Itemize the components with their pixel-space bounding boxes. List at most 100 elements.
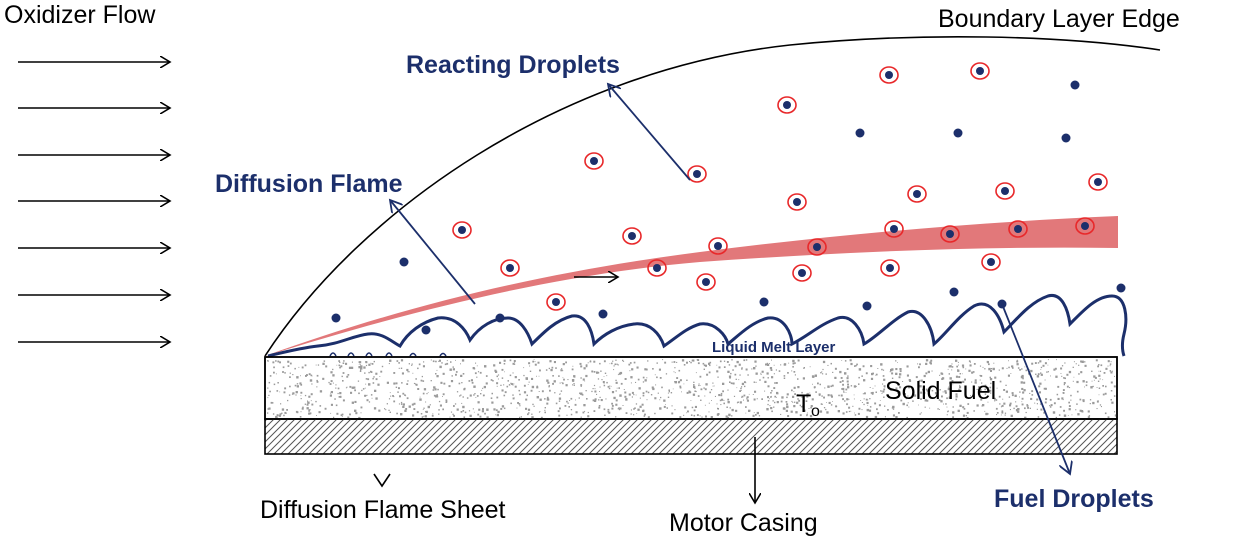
speckle (484, 412, 486, 415)
speckle (404, 394, 406, 396)
speckle (813, 386, 816, 389)
speckle (1027, 406, 1029, 409)
speckle (407, 371, 409, 373)
speckle (1054, 367, 1057, 370)
speckle (888, 382, 890, 384)
speckle (804, 367, 805, 368)
speckle (528, 381, 530, 383)
speckle (563, 378, 565, 381)
speckle (359, 370, 362, 372)
speckle (330, 391, 333, 394)
speckle (973, 363, 976, 365)
speckle (473, 385, 476, 388)
speckle (538, 411, 540, 413)
speckle (358, 366, 361, 369)
speckle (299, 382, 302, 385)
speckle (957, 369, 960, 372)
speckle (1064, 362, 1066, 364)
speckle (411, 364, 413, 366)
speckle (865, 372, 868, 375)
speckle (1047, 359, 1049, 361)
speckle (452, 413, 454, 416)
speckle (363, 366, 366, 369)
speckle (898, 376, 900, 378)
speckle (880, 363, 883, 366)
reacting-droplet (890, 225, 898, 233)
speckle (668, 389, 670, 392)
speckle (831, 395, 833, 398)
speckle (1078, 364, 1080, 366)
speckle (723, 360, 726, 362)
speckle (421, 416, 424, 418)
speckle (767, 400, 770, 402)
speckle (990, 392, 992, 394)
speckle (580, 416, 582, 418)
speckle (1088, 415, 1091, 417)
speckle (875, 391, 877, 393)
speckle (957, 409, 960, 412)
speckle (880, 390, 882, 392)
speckle (951, 363, 953, 365)
speckle (562, 382, 564, 385)
speckle (752, 414, 755, 417)
speckle (644, 413, 646, 416)
speckle (482, 408, 484, 410)
speckle (364, 372, 366, 374)
speckle (1085, 381, 1088, 383)
speckle (412, 372, 414, 374)
speckle (1031, 390, 1034, 393)
speckle (342, 399, 345, 402)
speckle (994, 376, 997, 379)
speckle (1099, 370, 1102, 372)
speckle (452, 366, 454, 368)
speckle (925, 362, 928, 365)
speckle (898, 391, 901, 394)
speckle (586, 398, 588, 400)
speckle (600, 370, 602, 372)
speckle (703, 368, 705, 370)
speckle (422, 409, 424, 410)
speckle (1075, 409, 1077, 411)
speckle (902, 402, 905, 406)
speckle (906, 365, 909, 368)
speckle (760, 374, 762, 375)
speckle (866, 408, 869, 412)
speckle (775, 369, 777, 371)
speckle (624, 391, 627, 394)
speckle (952, 406, 954, 408)
speckle (874, 385, 876, 387)
speckle (411, 403, 414, 406)
speckle (882, 390, 885, 393)
fuel-droplet (495, 313, 505, 323)
speckle (986, 360, 989, 363)
speckle (1099, 404, 1102, 406)
speckle (908, 406, 910, 408)
speckle (686, 361, 688, 364)
speckle (944, 390, 947, 393)
speckle (871, 372, 874, 376)
speckle (503, 363, 506, 365)
speckle (469, 414, 472, 417)
speckle (842, 398, 844, 401)
speckle (805, 400, 808, 402)
speckle (701, 388, 703, 390)
speckle (718, 394, 721, 397)
reaction-ring (687, 165, 707, 183)
speckle (687, 410, 689, 413)
speckle (764, 380, 767, 383)
speckle (652, 387, 655, 391)
speckle (389, 359, 392, 362)
speckle (673, 371, 675, 373)
speckle (738, 363, 741, 366)
speckle (446, 400, 448, 403)
speckle (538, 391, 540, 392)
speckle (306, 374, 308, 376)
speckle (877, 368, 879, 369)
speckle (554, 392, 556, 394)
speckle (309, 379, 313, 382)
speckle (948, 373, 950, 375)
speckle (424, 415, 427, 418)
speckle (438, 360, 440, 362)
speckle (827, 394, 830, 397)
speckle (591, 370, 594, 373)
